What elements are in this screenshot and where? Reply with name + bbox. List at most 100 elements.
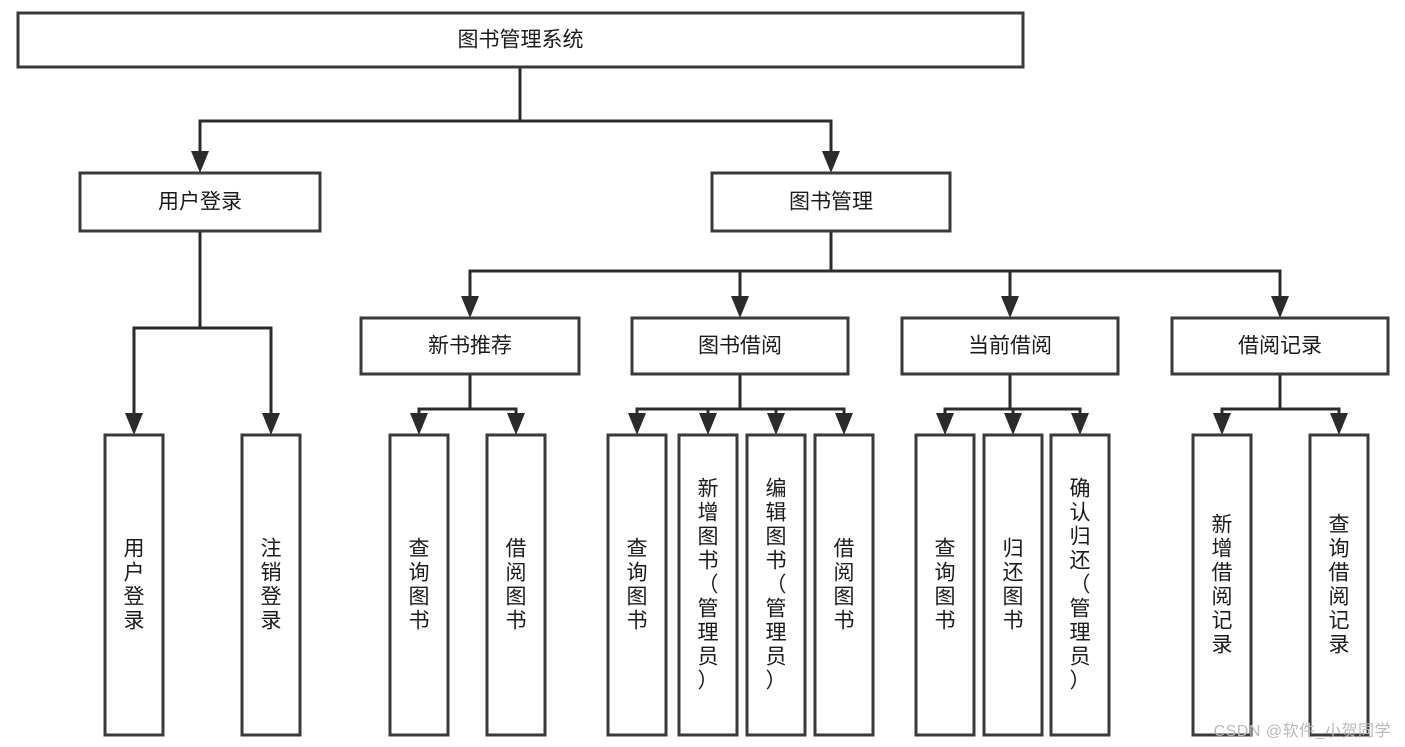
connector-line bbox=[468, 374, 518, 413]
node-leaf-12-查询借阅记录[interactable]: 查询借阅记录 bbox=[1308, 433, 1370, 737]
node-label: 归还图书 bbox=[1003, 538, 1024, 633]
connector-图书管理系统-to-图书管理 bbox=[518, 67, 840, 173]
node-l3-借阅记录[interactable]: 借阅记录 bbox=[1170, 316, 1390, 376]
node-label: 确认归还（管理员） bbox=[1070, 478, 1091, 693]
connector-用户登录-to-注销登录 bbox=[198, 231, 280, 435]
connector-图书管理-to-当前借阅 bbox=[829, 231, 1019, 318]
connector-借阅记录-to-查询借阅记录 bbox=[1278, 374, 1348, 435]
node-l3-新书推荐[interactable]: 新书推荐 bbox=[359, 316, 581, 376]
arrow-head-icon bbox=[1213, 413, 1231, 435]
connector-line bbox=[829, 231, 1012, 296]
arrow-head-icon bbox=[125, 413, 143, 435]
connector-line bbox=[198, 231, 273, 413]
arrow-head-icon bbox=[936, 413, 954, 435]
node-box[interactable] bbox=[103, 433, 165, 737]
node-label: 图书管理系统 bbox=[458, 29, 584, 52]
node-leaf-4-查询图书[interactable]: 查询图书 bbox=[606, 433, 668, 737]
node-label: 注销登录 bbox=[261, 538, 282, 633]
arrow-head-icon bbox=[628, 413, 646, 435]
node-leaf-3-借阅图书[interactable]: 借阅图书 bbox=[485, 433, 547, 737]
node-box[interactable] bbox=[677, 433, 739, 737]
node-leaf-7-借阅图书[interactable]: 借阅图书 bbox=[813, 433, 875, 737]
node-box[interactable] bbox=[606, 433, 668, 737]
node-box[interactable] bbox=[359, 316, 581, 376]
arrow-head-icon bbox=[1330, 413, 1348, 435]
arrow-head-icon bbox=[1004, 413, 1022, 435]
node-leaf-1-注销登录[interactable]: 注销登录 bbox=[240, 433, 302, 737]
arrow-head-icon bbox=[767, 413, 785, 435]
node-box[interactable] bbox=[78, 171, 322, 233]
node-label: 查询图书 bbox=[935, 538, 956, 633]
connector-line bbox=[132, 231, 202, 413]
connector-line bbox=[198, 67, 522, 151]
node-leaf-10-确认归还（管理员）[interactable]: 确认归还（管理员） bbox=[1049, 433, 1111, 737]
node-label: 查询图书 bbox=[409, 538, 430, 633]
node-box[interactable] bbox=[745, 433, 807, 737]
node-label: 编辑图书（管理员） bbox=[766, 478, 787, 693]
node-box[interactable] bbox=[630, 316, 850, 376]
connector-line bbox=[738, 231, 833, 296]
connector-图书管理-to-新书推荐 bbox=[461, 231, 833, 318]
node-box[interactable] bbox=[240, 433, 302, 737]
node-l3-图书借阅[interactable]: 图书借阅 bbox=[630, 316, 850, 376]
nodes-layer: 图书管理系统用户登录图书管理新书推荐图书借阅当前借阅借阅记录用户登录注销登录查询… bbox=[16, 11, 1390, 737]
node-box[interactable] bbox=[982, 433, 1044, 737]
connector-line bbox=[1220, 374, 1282, 413]
node-box[interactable] bbox=[914, 433, 976, 737]
node-box[interactable] bbox=[1191, 433, 1253, 737]
node-label: 图书借阅 bbox=[698, 335, 782, 358]
node-root-图书管理系统[interactable]: 图书管理系统 bbox=[16, 11, 1025, 69]
node-l2-用户登录[interactable]: 用户登录 bbox=[78, 171, 322, 233]
node-label: 用户登录 bbox=[158, 191, 242, 214]
node-l3-当前借阅[interactable]: 当前借阅 bbox=[900, 316, 1120, 376]
node-leaf-5-新增图书（管理员）[interactable]: 新增图书（管理员） bbox=[677, 433, 739, 737]
connector-图书管理系统-to-用户登录 bbox=[191, 67, 522, 173]
connector-line bbox=[1008, 374, 1082, 413]
node-leaf-6-编辑图书（管理员）[interactable]: 编辑图书（管理员） bbox=[745, 433, 807, 737]
connector-图书借阅-to-新增图书 bbox=[699, 374, 742, 435]
node-box[interactable] bbox=[900, 316, 1120, 376]
node-leaf-2-查询图书[interactable]: 查询图书 bbox=[388, 433, 450, 737]
arrow-head-icon bbox=[699, 413, 717, 435]
connector-新书推荐-to-借阅图书 bbox=[468, 374, 525, 435]
connector-当前借阅-to-归还图书 bbox=[1004, 374, 1022, 435]
connector-图书借阅-to-编辑图书 bbox=[738, 374, 785, 435]
node-leaf-8-查询图书[interactable]: 查询图书 bbox=[914, 433, 976, 737]
node-box[interactable] bbox=[1308, 433, 1370, 737]
node-box[interactable] bbox=[710, 171, 952, 233]
node-box[interactable] bbox=[1170, 316, 1390, 376]
node-l2-图书管理[interactable]: 图书管理 bbox=[710, 171, 952, 233]
connector-当前借阅-to-查询图书 bbox=[936, 374, 1012, 435]
connector-line bbox=[417, 374, 472, 413]
arrow-head-icon bbox=[1071, 413, 1089, 435]
connector-line bbox=[706, 374, 742, 413]
node-label: 新增图书（管理员） bbox=[698, 478, 719, 693]
arrow-head-icon bbox=[410, 413, 428, 435]
arrow-head-icon bbox=[507, 413, 525, 435]
arrow-head-icon bbox=[835, 413, 853, 435]
connector-当前借阅-to-确认归还 bbox=[1008, 374, 1089, 435]
connector-line bbox=[738, 374, 846, 413]
node-box[interactable] bbox=[485, 433, 547, 737]
connector-借阅记录-to-新增借阅记录 bbox=[1213, 374, 1282, 435]
node-box[interactable] bbox=[16, 11, 1025, 69]
connector-图书借阅-to-查询图书 bbox=[628, 374, 742, 435]
node-leaf-11-新增借阅记录[interactable]: 新增借阅记录 bbox=[1191, 433, 1253, 737]
node-leaf-0-用户登录[interactable]: 用户登录 bbox=[103, 433, 165, 737]
node-label: 新书推荐 bbox=[428, 335, 512, 358]
arrow-head-icon bbox=[1001, 296, 1019, 318]
connector-新书推荐-to-查询图书 bbox=[410, 374, 472, 435]
arrow-head-icon bbox=[191, 151, 209, 173]
node-box[interactable] bbox=[388, 433, 450, 737]
node-box[interactable] bbox=[813, 433, 875, 737]
connector-line bbox=[635, 374, 742, 413]
node-box[interactable] bbox=[1049, 433, 1111, 737]
arrow-head-icon bbox=[262, 413, 280, 435]
node-label: 查询借阅记录 bbox=[1329, 514, 1350, 657]
node-label: 图书管理 bbox=[789, 191, 873, 214]
connector-line bbox=[1278, 374, 1341, 413]
node-label: 查询图书 bbox=[627, 538, 648, 633]
node-leaf-9-归还图书[interactable]: 归还图书 bbox=[982, 433, 1044, 737]
